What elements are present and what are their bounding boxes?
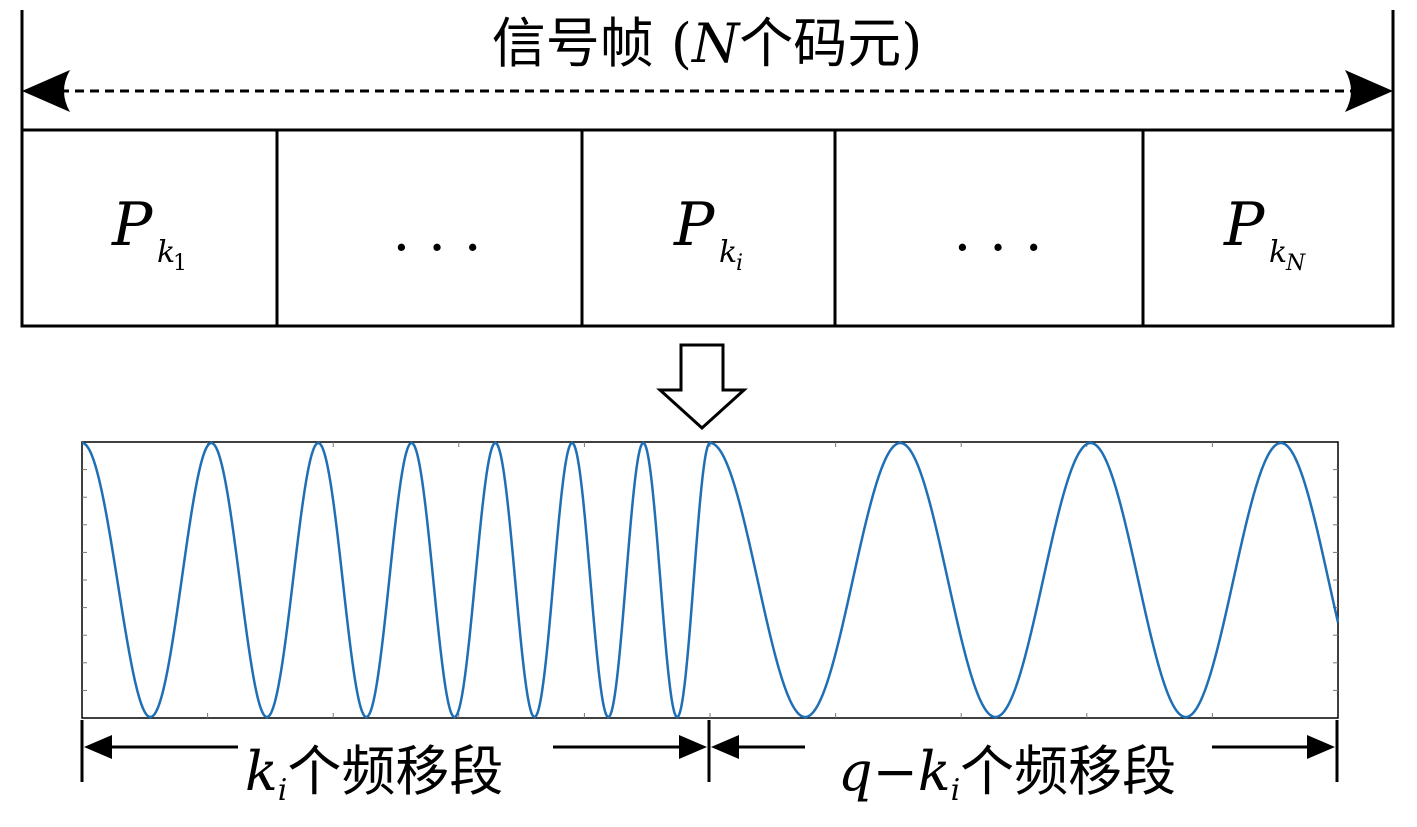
down-arrow-icon xyxy=(656,343,748,431)
cell-symbol-sub: k xyxy=(157,235,175,270)
cell-ellipsis: . . . xyxy=(392,199,481,264)
cell-symbol-base: P xyxy=(111,190,154,260)
frame-span: 信号帧 (N个码元) xyxy=(20,10,1395,130)
left-segment-text: 个频移段 xyxy=(287,740,503,803)
cell-ellipsis: . . . xyxy=(953,199,1042,264)
cell-symbol-p-k1: P k 1 xyxy=(111,190,187,276)
right-segment-text: 个频移段 xyxy=(960,740,1176,803)
cell-symbol-sub: k xyxy=(719,235,737,270)
frame-title-prefix: 信号帧 ( xyxy=(492,12,692,75)
frame-title-symbol: N xyxy=(690,12,741,75)
frame-title: 信号帧 (N个码元) xyxy=(492,12,923,75)
symbol-table: P k 1 . . . P k i . . . P k N xyxy=(20,128,1395,328)
left-segment-arrowhead-left xyxy=(84,735,112,759)
left-segment-label: ki个频移段 xyxy=(245,740,503,808)
right-segment-var: k xyxy=(918,740,951,803)
cell-symbol-subsub: N xyxy=(1285,251,1306,276)
right-segment-prefix: q− xyxy=(838,740,918,803)
plot-ticks xyxy=(82,442,1338,718)
right-segment-arrowhead-right xyxy=(1307,735,1335,759)
segment-annotations: ki个频移段 q−ki个频移段 xyxy=(80,720,1339,808)
plot-frame xyxy=(81,441,1339,719)
frame-arrowhead-left xyxy=(22,70,70,112)
left-segment-arrowhead-right xyxy=(679,735,707,759)
cell-symbol-base: P xyxy=(1223,190,1266,260)
cell-symbol-sub: k xyxy=(1269,235,1287,270)
frame-arrowhead-right xyxy=(1345,70,1393,112)
symbol-table-border xyxy=(20,128,1395,328)
right-segment-arrowhead-left xyxy=(711,735,739,759)
cell-symbol-subsub: i xyxy=(736,251,743,276)
cell-symbol-subsub: 1 xyxy=(173,251,187,276)
left-segment-sub: i xyxy=(278,773,288,808)
right-segment-sub: i xyxy=(951,773,961,808)
cell-symbol-p-kn: P k N xyxy=(1223,190,1306,276)
cell-symbol-base: P xyxy=(673,190,716,260)
waveform-line xyxy=(81,441,1340,719)
right-segment-label: q−ki个频移段 xyxy=(838,740,1176,808)
frame-title-suffix: 个码元) xyxy=(739,12,922,75)
left-segment-var: k xyxy=(245,740,278,803)
waveform-plot xyxy=(81,441,1340,719)
cell-symbol-p-ki: P k i xyxy=(673,190,743,276)
